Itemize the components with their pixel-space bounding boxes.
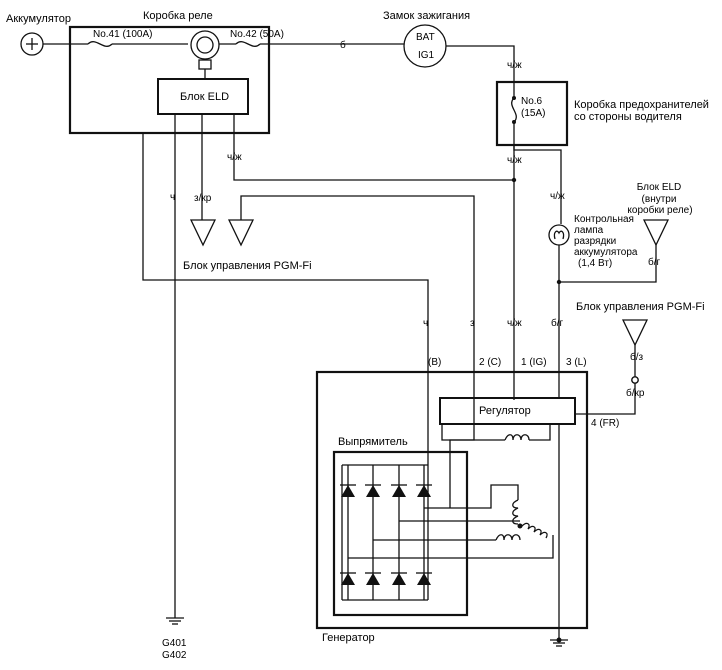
pgm-fi-left-connector-1	[189, 219, 217, 247]
wire-label-chzh-lamp: ч/ж	[550, 191, 565, 202]
pgm-fi-left-connector-2	[227, 219, 255, 247]
wire-label-z-gen: з	[470, 318, 475, 329]
wire-label-bz: б/з	[630, 352, 644, 363]
fuse-42-symbol	[235, 41, 261, 47]
battery-symbol	[20, 32, 44, 56]
pgm-fi-right-label: Блок управления PGM-Fi	[576, 301, 705, 313]
terminal-b-label: (B)	[428, 357, 442, 368]
battery-label: Аккумулятор	[6, 13, 71, 25]
regulator-block	[439, 397, 576, 425]
relay-box-outline	[68, 25, 271, 135]
rectifier-block	[332, 450, 469, 617]
rectifier-diodes	[340, 465, 432, 600]
wire-label-bkr: б/кр	[626, 388, 645, 399]
wire-label-chzh-gen: ч/ж	[507, 318, 522, 329]
fuse-41-symbol	[87, 41, 113, 47]
fuse-box-outline	[495, 80, 569, 147]
terminal-c-label: 2 (C)	[479, 357, 502, 368]
fuse-6-symbol	[511, 97, 517, 123]
eld-right-label-line1: Блок ELD	[636, 182, 682, 193]
pgm-fi-left-label: Блок управления PGM-Fi	[183, 260, 312, 272]
ignition-switch-label: Замок зажигания	[383, 10, 471, 22]
fuse-box-label-line2: со стороны водителя	[574, 111, 682, 123]
terminal-ig-label: 1 (IG)	[521, 357, 547, 368]
generator-label: Генератор	[322, 632, 375, 644]
eld-right-label-line2: (внутри	[641, 194, 677, 205]
fuse-6-rating-label: (15A)	[521, 108, 546, 119]
terminal-l-label: 3 (L)	[566, 357, 587, 368]
wire-label-b: б	[340, 40, 346, 51]
lamp-label-line5: (1,4 Вт)	[578, 258, 613, 269]
bat-terminal-label: BAT	[416, 32, 435, 43]
terminal-fr-label: 4 (FR)	[591, 418, 620, 429]
lamp-label-line3: разрядки	[574, 236, 617, 247]
wire-label-bg-eld: б/г	[648, 257, 661, 268]
wire-label-bg-gen: б/г	[551, 318, 564, 329]
lamp-label-line1: Контрольная	[574, 214, 634, 225]
wire-label-chzh-eld: ч/ж	[227, 152, 242, 163]
pgm-fi-right-connector	[621, 319, 649, 347]
eld-sensor-symbol	[190, 30, 220, 78]
wire-label-chzh-mid: ч/ж	[507, 155, 522, 166]
generator-outline	[315, 370, 589, 630]
wire-label-ch-gen: ч	[423, 318, 429, 329]
ig1-terminal-label: IG1	[418, 50, 435, 61]
wire-label-chzh-top: ч/ж	[507, 60, 522, 71]
ground-symbol-left	[166, 612, 184, 625]
lamp-label-line4: аккумулятора	[574, 247, 638, 258]
fuse-box-label-line1: Коробка предохранителей	[574, 99, 709, 111]
field-coil-symbol	[504, 434, 530, 441]
fuse-41-label: No.41 (100A)	[93, 29, 153, 40]
wire-label-ch-left: ч	[170, 192, 176, 203]
ground-g401-label: G401	[162, 638, 187, 649]
fuse-6-label: No.6	[521, 96, 543, 107]
stator-winding	[495, 499, 548, 541]
eld-right-connector	[642, 219, 670, 247]
ground-g402-label: G402	[162, 650, 187, 661]
eld-right-label-line3: коробки реле)	[627, 205, 693, 216]
lamp-label-line2: лампа	[574, 225, 604, 236]
eld-block	[157, 78, 249, 115]
eld-unit-label: Блок ELD	[180, 91, 230, 103]
relay-box-label: Коробка реле	[143, 10, 213, 22]
rectifier-label: Выпрямитель	[338, 436, 408, 448]
fuse-42-label: No.42 (50A)	[230, 29, 284, 40]
regulator-label: Регулятор	[479, 405, 531, 417]
charge-warning-lamp-symbol	[548, 224, 570, 246]
wire-label-zkr: з/кр	[194, 193, 212, 204]
